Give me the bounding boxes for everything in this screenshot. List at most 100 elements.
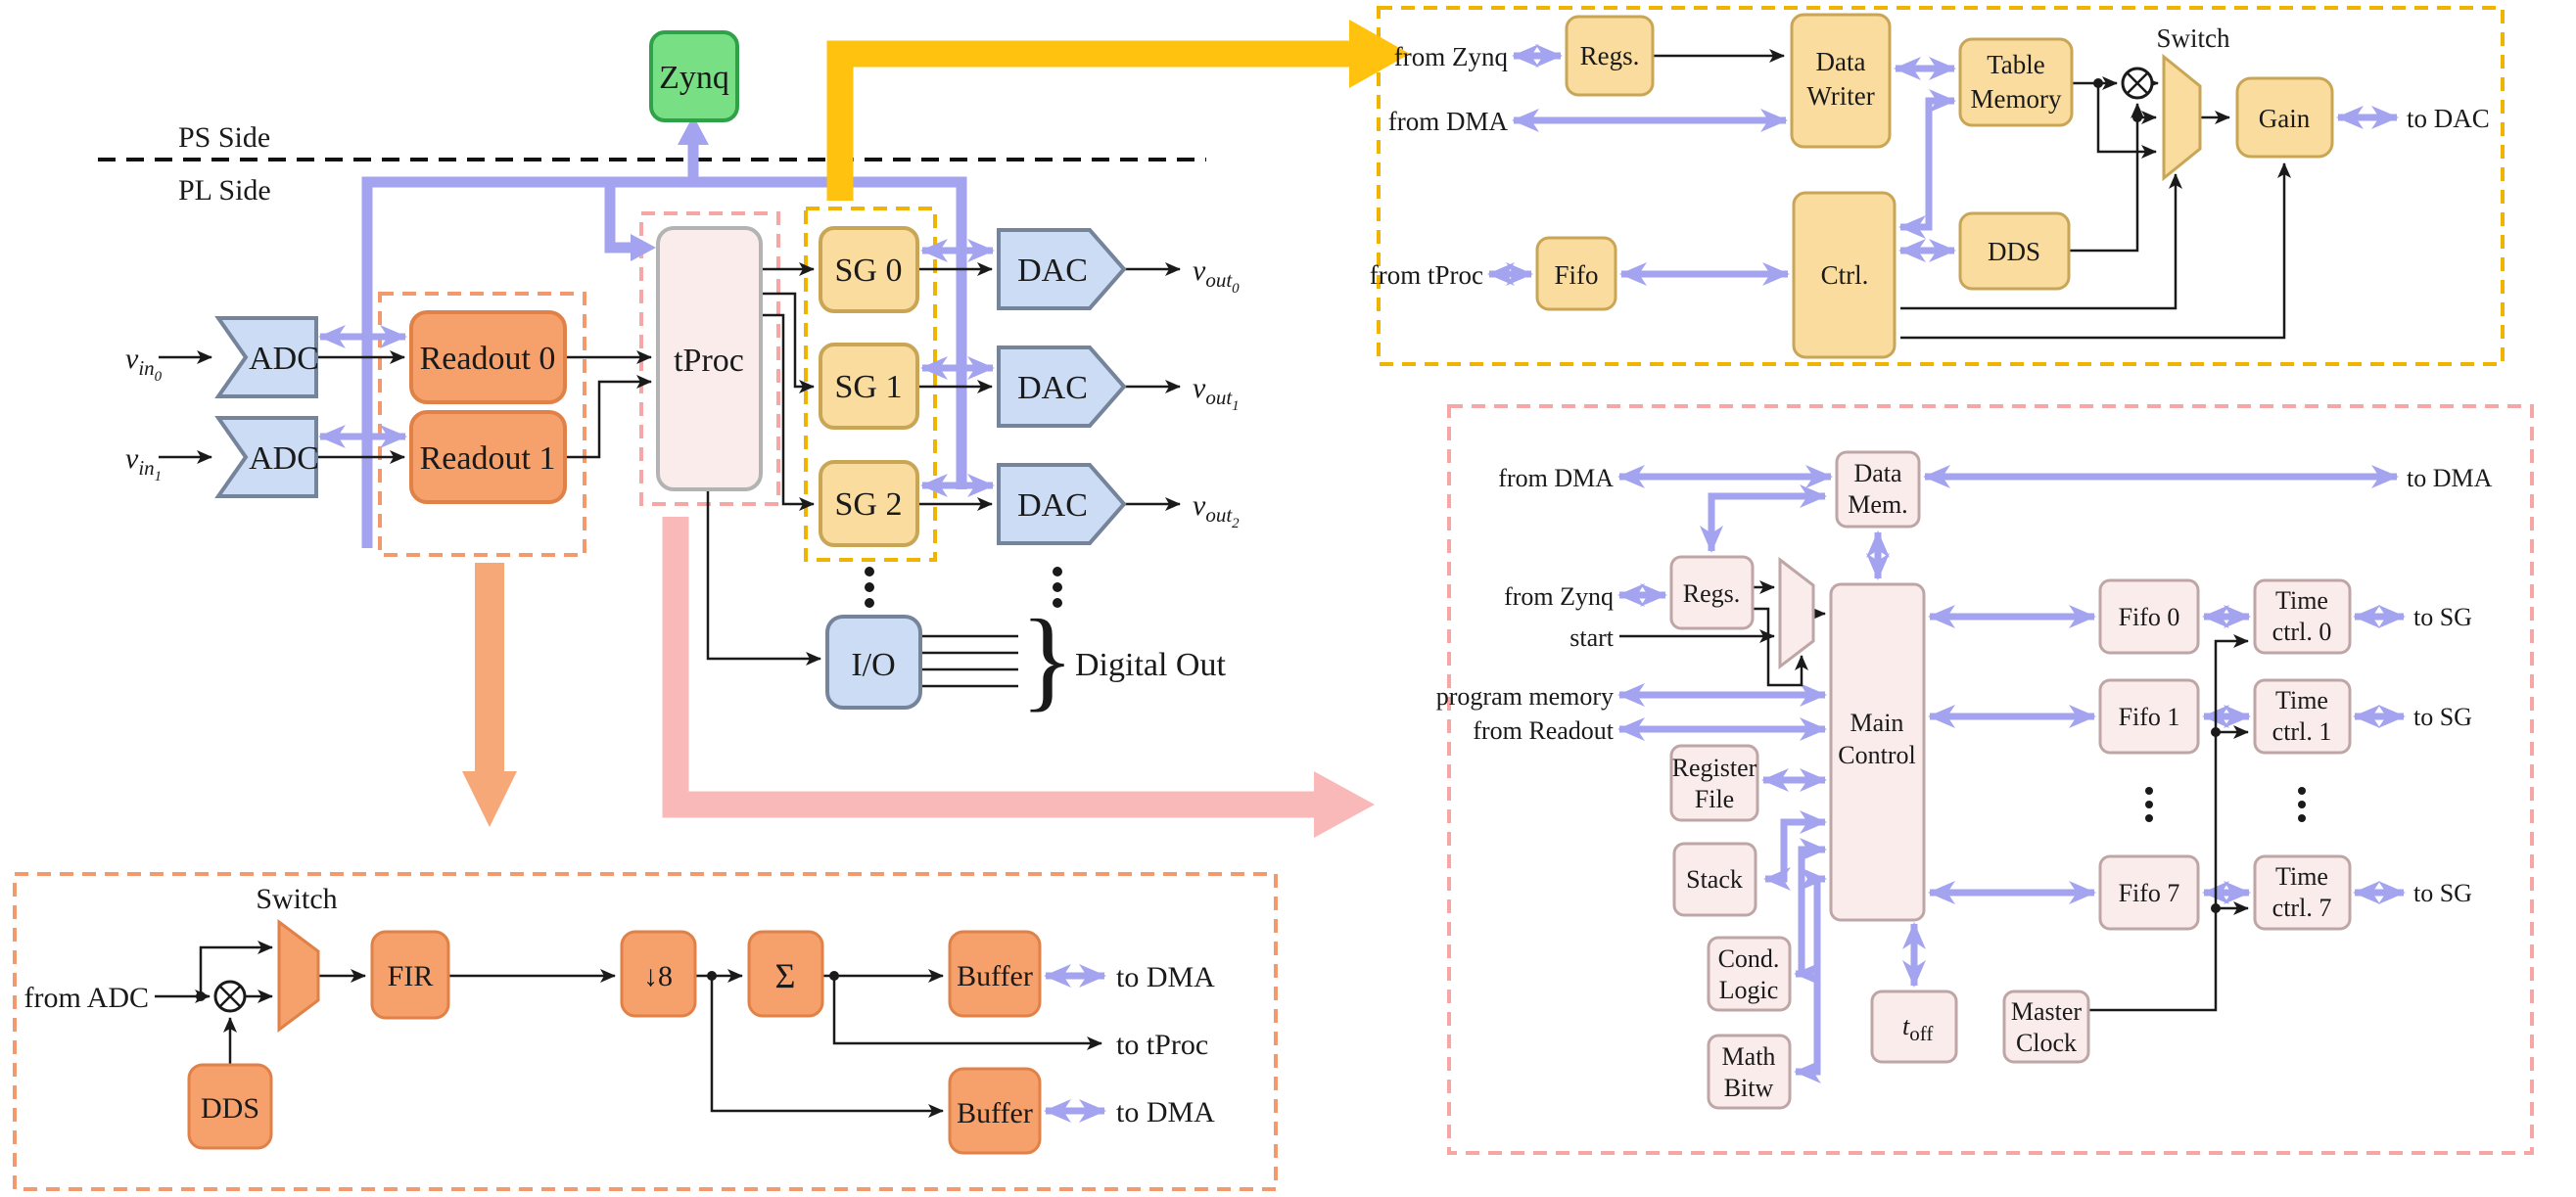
- vin0-label: vin0: [125, 343, 163, 385]
- rod-purple-links: [1044, 964, 1106, 1123]
- rod-from-adc-label: from ADC: [24, 982, 150, 1014]
- io-block: I/O: [825, 615, 922, 710]
- sgd-from-dma-label: from DMA: [1388, 107, 1509, 136]
- svg-text:ctrl. 1: ctrl. 1: [2272, 717, 2332, 746]
- svg-text:vin1: vin1: [125, 442, 162, 484]
- sgd-data-writer-block: Data Writer: [1790, 13, 1892, 149]
- svg-text:Math: Math: [1722, 1042, 1776, 1071]
- vout1-label: vout1: [1193, 372, 1240, 414]
- tproc-label: tProc: [674, 343, 744, 379]
- rod-buffer0-block: Buffer: [948, 930, 1042, 1018]
- svg-text:Data: Data: [1816, 47, 1866, 76]
- rod-mixer-icon: [213, 980, 247, 1013]
- rod-accumulate-block: Σ: [747, 930, 824, 1018]
- tpd-math-bitw-block: Math Bitw: [1707, 1034, 1792, 1110]
- dac0-block: DAC: [997, 228, 1127, 310]
- svg-text:Time: Time: [2275, 586, 2328, 615]
- tpd-input-mux: [1778, 556, 1815, 670]
- vout0-label: vout0: [1193, 254, 1240, 297]
- tpd-fifo1-block: Fifo 1: [2098, 678, 2200, 755]
- sg1-block: SG 1: [819, 343, 919, 430]
- rod-dds-block: DDS: [187, 1063, 273, 1150]
- svg-text:Cond.: Cond.: [1718, 944, 1780, 973]
- rod-black-connectors: [155, 941, 1102, 1118]
- sgd-ctrl-block: Ctrl.: [1792, 191, 1897, 359]
- sgd-ctrl-label: Ctrl.: [1821, 260, 1869, 290]
- rod-buffer0-label: Buffer: [957, 960, 1033, 992]
- tpd-start-label: start: [1569, 623, 1615, 652]
- tpd-to-sg0-label: to SG: [2413, 603, 2472, 631]
- sg-group-outline: [804, 207, 937, 562]
- tpd-program-memory-label: program memory: [1436, 682, 1614, 711]
- sgd-table-memory-block: Table Memory: [1958, 37, 2074, 127]
- svg-text:Register: Register: [1672, 754, 1757, 782]
- sg0-block: SG 0: [819, 226, 919, 313]
- rod-accumulate-label: Σ: [775, 956, 796, 995]
- rod-fir-label: FIR: [388, 960, 434, 992]
- tpd-from-zynq-label: from Zynq: [1504, 582, 1614, 611]
- dac0-label: DAC: [1017, 253, 1088, 289]
- tproc-detail-pointer-arrow: [662, 517, 1375, 838]
- readout0-block: Readout 0: [409, 310, 567, 404]
- svg-text:Main: Main: [1850, 709, 1904, 737]
- rod-to-tproc-label: to tProc: [1116, 1029, 1208, 1061]
- tpd-purple-links: [1617, 465, 2406, 1083]
- tpd-fifo7-block: Fifo 7: [2098, 854, 2200, 931]
- readout-detail-pointer-arrow: [462, 563, 517, 827]
- sg-detail-pointer-arrow: [826, 20, 1410, 201]
- tpd-regs-label: Regs.: [1683, 579, 1741, 608]
- sg-detail-outline: [1377, 6, 2505, 366]
- svg-text:Logic: Logic: [1719, 976, 1779, 1004]
- tpd-stack-block: Stack: [1672, 842, 1757, 917]
- rod-dds-label: DDS: [201, 1092, 259, 1125]
- adc1-block: ADC: [214, 416, 319, 498]
- tpd-register-file-block: Register File: [1669, 744, 1759, 822]
- digital-out-label: Digital Out: [1075, 647, 1226, 683]
- svg-text:File: File: [1695, 785, 1734, 813]
- dac1-block: DAC: [997, 345, 1127, 428]
- io-label: I/O: [851, 647, 895, 683]
- readout1-label: Readout 1: [420, 440, 556, 477]
- tproc-detail-outline: [1447, 404, 2534, 1155]
- svg-text:Control: Control: [1838, 741, 1915, 769]
- tpd-cond-logic-block: Cond. Logic: [1707, 936, 1792, 1012]
- digital-out-brace: }: [1020, 597, 1074, 721]
- svg-text:Time: Time: [2275, 862, 2328, 891]
- zynq-label: Zynq: [659, 60, 729, 96]
- sg-detail-black-connectors: [1653, 49, 2291, 340]
- svg-text:ctrl. 7: ctrl. 7: [2272, 894, 2332, 922]
- sgd-to-dac-label: to DAC: [2407, 104, 2490, 133]
- sg-ellipsis-dots: [865, 567, 874, 608]
- tpd-toff-block: toff: [1870, 990, 1958, 1064]
- sgd-switch-label: Switch: [2156, 23, 2230, 53]
- rod-buffer1-label: Buffer: [957, 1097, 1033, 1129]
- dac-ellipsis-dots: [1053, 567, 1062, 608]
- dac2-label: DAC: [1017, 487, 1088, 524]
- svg-text:Data: Data: [1853, 459, 1902, 487]
- sg1-label: SG 1: [835, 369, 903, 405]
- main-black-connectors: [159, 262, 1181, 688]
- tpd-fifo1-label: Fifo 1: [2119, 703, 2180, 731]
- dac2-block: DAC: [997, 463, 1127, 545]
- rod-decimate-block: ↓8: [620, 930, 697, 1018]
- sgd-switch-mux: Switch: [2156, 23, 2230, 182]
- sgd-gain-label: Gain: [2259, 104, 2311, 133]
- svg-text:Master: Master: [2011, 997, 2083, 1026]
- readout1-block: Readout 1: [409, 410, 567, 504]
- sg0-label: SG 0: [835, 253, 903, 289]
- readout-group-outline: [378, 292, 586, 557]
- vin1-label: vin1: [125, 442, 162, 484]
- ps-side-label: PS Side: [178, 121, 270, 154]
- tpd-black-connectors: [1619, 580, 2249, 1012]
- tpd-to-dma-label: to DMA: [2407, 464, 2493, 492]
- svg-text:Mem.: Mem.: [1848, 490, 1907, 519]
- svg-text:vout1: vout1: [1193, 372, 1240, 414]
- svg-text:vout2: vout2: [1193, 489, 1240, 531]
- tpd-time-ctrl1-block: Time ctrl. 1: [2253, 678, 2352, 755]
- sgd-fifo-block: Fifo: [1535, 236, 1617, 311]
- readout-detail-outline: [13, 872, 1278, 1191]
- sgd-from-zynq-label: from Zynq: [1394, 42, 1509, 71]
- rod-switch-label: Switch: [256, 883, 337, 915]
- svg-text:Time: Time: [2275, 686, 2328, 714]
